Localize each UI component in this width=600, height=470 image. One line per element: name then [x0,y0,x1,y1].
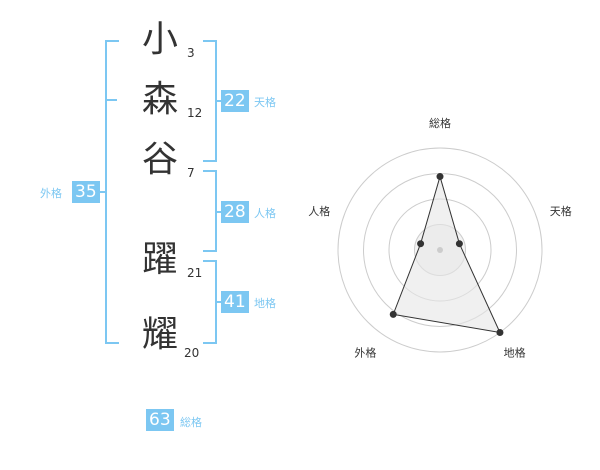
stroke-count-2: 12 [187,106,203,120]
gaikaku-value: 35 [72,181,100,203]
radar-axis-label: 天格 [550,204,572,218]
name-char-5: 耀 [141,314,178,355]
gaikaku-connector [98,191,106,193]
radar-point-外格 [389,310,397,318]
radar-point-人格 [417,240,425,248]
stroke-count-5: 20 [184,346,200,360]
gaikaku-bracket-tick [105,99,117,101]
gaikaku-label: 外格 [40,187,62,200]
soukaku-value: 63 [146,409,174,431]
name-char-4: 躍 [141,239,178,280]
radar-point-地格 [496,329,504,337]
jinkaku-label: 人格 [254,207,276,220]
radar-point-天格 [455,240,463,248]
stroke-count-4: 21 [187,266,203,280]
tenkaku-value: 22 [221,90,249,112]
radar-axis-label: 人格 [308,204,330,218]
radar-axis-label: 外格 [354,346,376,360]
tenkaku-label: 天格 [254,96,276,109]
name-char-3: 谷 [141,139,178,180]
chikaku-connector [215,301,221,303]
radar-point-総格 [436,173,444,181]
radar-axis-label: 地格 [504,346,526,360]
chikaku-label: 地格 [254,297,276,310]
tenkaku-connector [215,100,221,102]
radar-center-dot [437,247,443,253]
name-char-2: 森 [141,79,178,120]
stroke-count-1: 3 [187,46,195,60]
stroke-count-3: 7 [187,166,195,180]
chikaku-value: 41 [221,291,249,313]
jinkaku-value: 28 [221,201,249,223]
name-char-1: 小 [141,19,178,60]
jinkaku-connector [215,211,221,213]
radar-polygon [392,174,501,334]
radar-axis-label: 総格 [429,116,451,130]
radar-ring-4 [337,147,543,353]
gaikaku-bracket [105,40,119,344]
soukaku-label: 総格 [180,416,202,429]
name-breakdown: 小 3 森 12 谷 7 躍 21 耀 20 外格 35 22 天格 28 人格… [40,19,276,431]
